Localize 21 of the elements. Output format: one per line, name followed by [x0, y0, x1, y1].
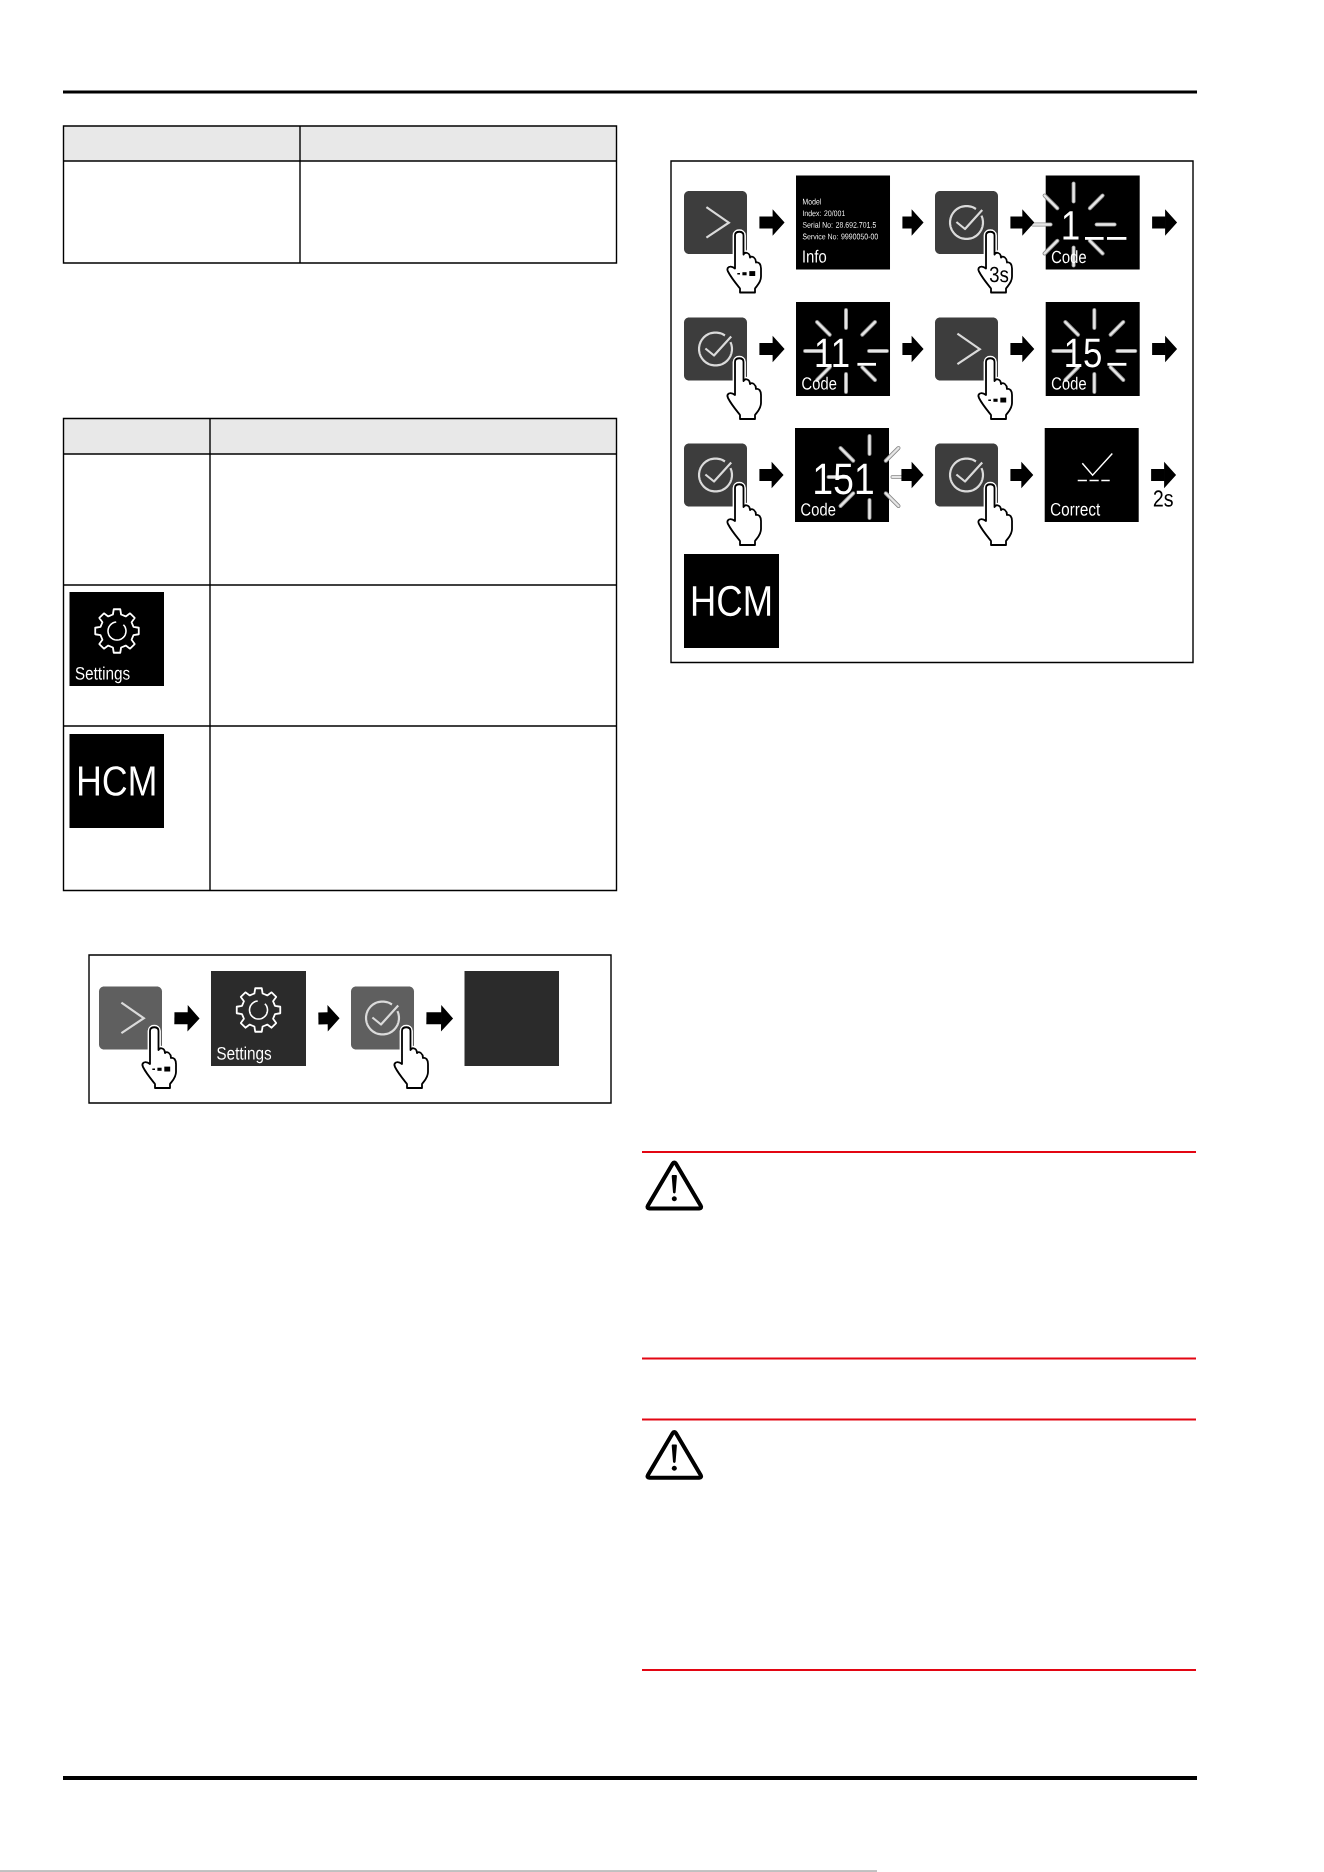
code-digits: 1	[1063, 211, 1079, 240]
display-screen: Settings	[211, 971, 306, 1066]
code-digits: 15	[1066, 338, 1101, 368]
display-screen: HCM	[684, 554, 779, 648]
panel-frame	[88, 954, 612, 1104]
info-line: Serial No: 28.692.701.5	[802, 221, 876, 228]
code-digits: 151	[815, 463, 873, 495]
blank-screen	[464, 971, 559, 1066]
screen-caption: Code	[801, 502, 836, 516]
panel-frame	[670, 160, 1194, 664]
screen-caption: Info	[803, 249, 827, 263]
info-line: Model	[802, 198, 821, 205]
display-screen: Correct	[1044, 428, 1139, 522]
display-screen: Settings	[69, 592, 164, 686]
info-line: Index: 20/001	[803, 210, 845, 217]
edge-label: 2s	[1153, 490, 1173, 507]
duration-label: 3s	[989, 266, 1009, 283]
screen-caption: Code	[802, 376, 837, 390]
code-digits: 11	[816, 338, 849, 367]
screen-caption: Code	[1051, 376, 1086, 390]
info-line: Service No: 9990050-00	[802, 233, 878, 240]
